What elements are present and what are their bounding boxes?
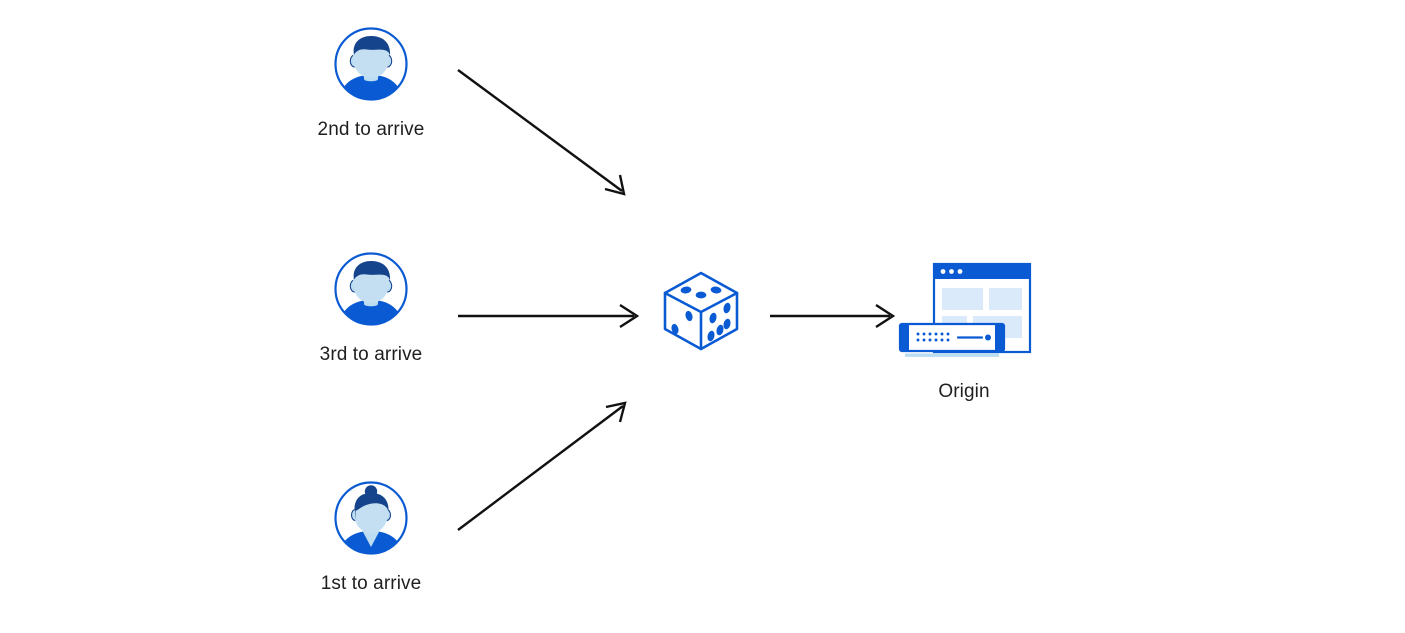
node-randomizer[interactable] (656, 266, 746, 354)
user-avatar-short-hair-icon (332, 250, 410, 328)
user-avatar-short-hair-icon (332, 25, 410, 103)
node-label-visitor-1st: 1st to arrive (320, 573, 422, 594)
arrow-2nd-to-dice (457, 69, 626, 196)
arrow-dice-to-origin (770, 303, 896, 329)
arrow-1st-to-dice (457, 401, 627, 531)
server-appliance-part (898, 322, 1006, 357)
user-avatar-bun-hair-icon (332, 479, 410, 557)
dice-icon (656, 266, 746, 354)
node-visitor-2nd[interactable]: 2nd to arrive (311, 25, 431, 139)
node-visitor-1st[interactable]: 1st to arrive (311, 479, 431, 593)
node-visitor-3rd[interactable]: 3rd to arrive (311, 250, 431, 364)
node-origin[interactable]: Origin (894, 258, 1034, 401)
arrow-3rd-to-dice (458, 303, 640, 329)
node-label-visitor-3rd: 3rd to arrive (319, 344, 423, 365)
node-label-origin: Origin (938, 381, 990, 402)
node-label-visitor-2nd: 2nd to arrive (317, 119, 425, 140)
origin-server-icon (894, 258, 1034, 368)
